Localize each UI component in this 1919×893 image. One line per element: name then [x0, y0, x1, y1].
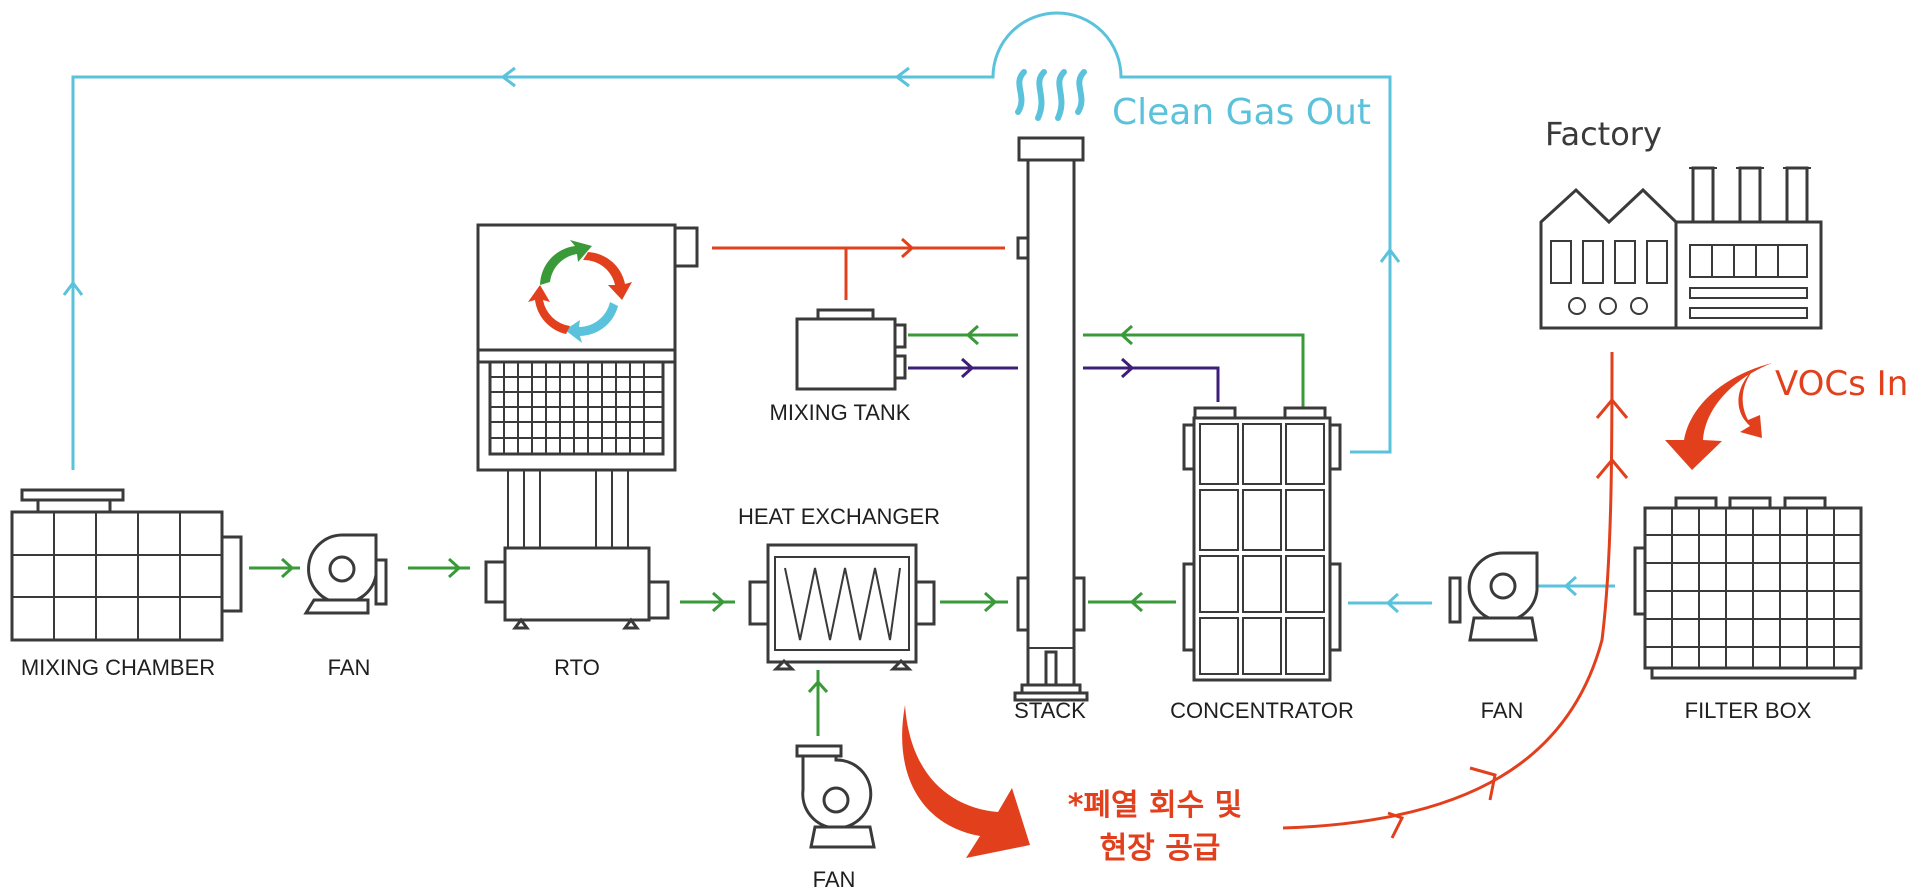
- label-filter-box: FILTER BOX: [1685, 698, 1812, 723]
- label-fan-bottom: FAN: [813, 867, 856, 892]
- label-recovery-line-1: *폐열 회수 및: [1068, 788, 1243, 823]
- process-gas-flow: [249, 324, 1305, 736]
- heat-exchanger-unit: [748, 543, 936, 671]
- mixing-tank-unit: [795, 308, 907, 391]
- fan-bottom-unit: [795, 744, 876, 849]
- clean-gas-loop: [62, 11, 1615, 614]
- factory-icon: [1539, 166, 1823, 330]
- label-clean-gas-out: Clean Gas Out: [1112, 92, 1371, 133]
- purple-flow: [908, 357, 1220, 402]
- fan-2-unit: [1448, 551, 1539, 642]
- label-recovery-line-2: 현장 공급: [1100, 831, 1221, 866]
- label-mixing-chamber: MIXING CHAMBER: [21, 655, 215, 680]
- label-rto: RTO: [554, 655, 600, 680]
- mixing-chamber-unit: [10, 488, 243, 642]
- steam-icon: [1015, 69, 1087, 121]
- concentrator-unit: [1182, 406, 1342, 682]
- label-factory: Factory: [1545, 115, 1662, 153]
- heat-recovery-arrow: [902, 705, 1030, 858]
- hot-gas-flow: [712, 237, 1005, 300]
- label-fan-2: FAN: [1481, 698, 1524, 723]
- rto-unit: [476, 223, 699, 630]
- fan-1-unit: [303, 533, 388, 615]
- label-fan-1: FAN: [328, 655, 371, 680]
- filter-box-unit: [1633, 496, 1863, 680]
- label-stack: STACK: [1014, 698, 1086, 723]
- voc-supply-curve: [1282, 351, 1629, 839]
- label-heat-exchanger: HEAT EXCHANGER: [738, 504, 940, 529]
- label-concentrator: CONCENTRATOR: [1170, 698, 1354, 723]
- stack-unit: [1013, 69, 1089, 702]
- label-mixing-tank: MIXING TANK: [770, 400, 911, 425]
- vocs-in-arrows: [1665, 363, 1772, 470]
- label-vocs-in: VOCs In: [1775, 364, 1908, 404]
